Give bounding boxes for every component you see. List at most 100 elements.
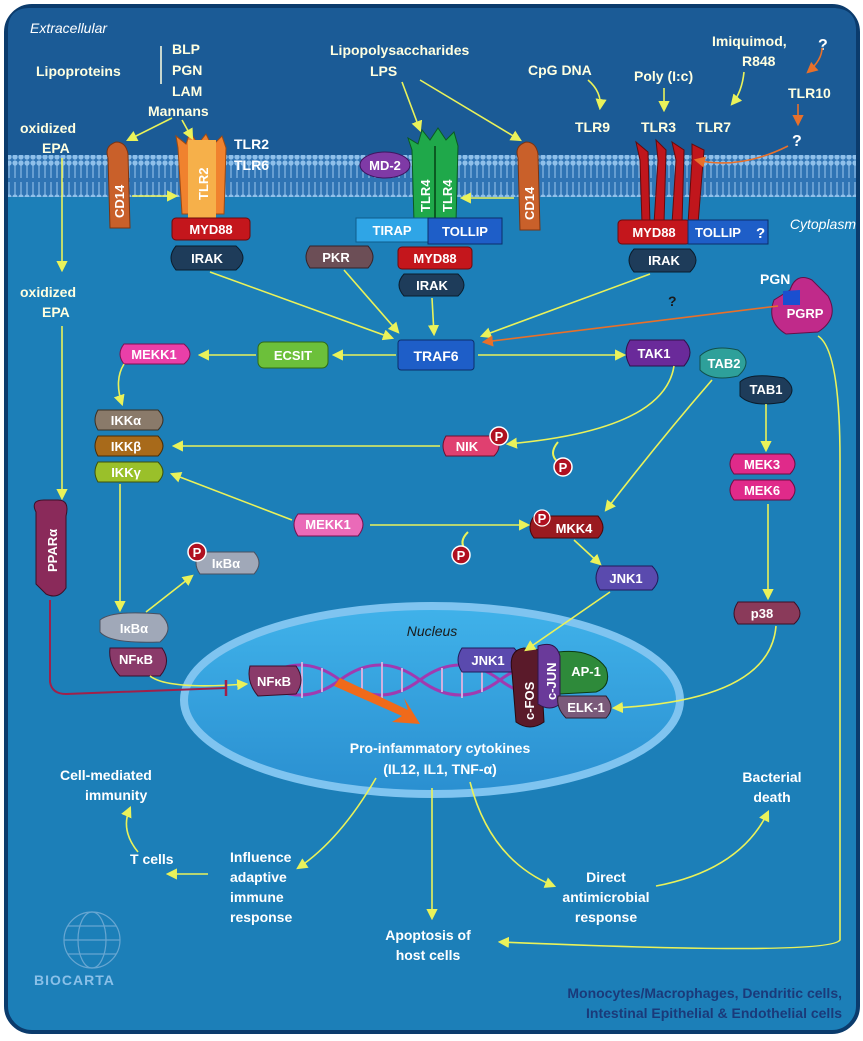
md2-label: MD-2 (369, 158, 401, 173)
myd88-right-node: MYD88 (617, 219, 691, 245)
nfkb-nucleus-label: NFκB (257, 674, 291, 689)
cd14-left-receptor: CD14 (106, 141, 131, 229)
ecsit-label: ECSIT (274, 348, 312, 363)
mek6-label: MEK6 (744, 483, 780, 498)
tlr3-label: TLR3 (641, 119, 676, 135)
jnk1-nucleus-node: JNK1 (457, 647, 521, 673)
irak-mid-label: IRAK (416, 278, 448, 293)
mekk1-mid-node: MEKK1 (293, 513, 364, 537)
tollip-right-label: TOLLIP (695, 225, 741, 240)
cell-types-line1: Monocytes/Macrophages, Dendritic cells, (567, 985, 842, 1001)
tollip-right-question: ? (756, 225, 765, 242)
ap1-complex: AP-1 c-FOS c-JUN ELK-1 (510, 643, 612, 728)
unknown-tlr10-mark: ? (792, 133, 802, 150)
r848-label: R848 (742, 53, 776, 69)
mek3-node: MEK3 (729, 453, 796, 475)
tollip-right-node: TOLLIP ? (687, 219, 769, 245)
irak-right-label: IRAK (648, 253, 680, 268)
myd88-left-label: MYD88 (189, 222, 232, 237)
phospho-ikba-node: IκBα P (187, 542, 260, 575)
pgrp-question-mark: ? (668, 293, 677, 309)
nik-phospho-label: P (495, 429, 504, 444)
ap1-label: AP-1 (571, 664, 601, 679)
myd88-mid-label: MYD88 (413, 251, 456, 266)
blp-label: BLP (172, 41, 200, 57)
unknown-ligand-mark: ? (818, 37, 828, 54)
tlr7-label: TLR7 (696, 119, 731, 135)
pgrp-node: PGRP (771, 277, 833, 335)
nucleus-label: Nucleus (407, 623, 458, 639)
tlr9-label: TLR9 (575, 119, 610, 135)
oxidized-epa-mid-1: oxidized (20, 284, 76, 300)
tab2-node: TAB2 (699, 347, 747, 379)
p38-label: p38 (751, 606, 773, 621)
cytokines-label-line1: Pro-infammatory cytokines (350, 740, 531, 756)
tab2-label: TAB2 (708, 356, 741, 371)
tirap-label: TIRAP (373, 223, 412, 238)
tlr4-dimer-receptor: TLR4 TLR4 (407, 127, 459, 223)
tak1-label: TAK1 (638, 346, 671, 361)
mekk1-mid-label: MEKK1 (305, 517, 351, 532)
tlr2-vertical-label: TLR2 (196, 168, 211, 201)
direct-label-2: antimicrobial (562, 889, 649, 905)
tlr2-tlr6-receptor: TLR2 TLR2 TLR6 (175, 130, 269, 220)
tirap-node: TIRAP (355, 217, 429, 243)
ikba-node: IκBα (99, 612, 169, 643)
nfkb-cyto-label: NFκB (119, 652, 153, 667)
elk1-label: ELK-1 (567, 700, 605, 715)
influence-label-2: adaptive (230, 869, 287, 885)
phospho-ikba-label: IκBα (212, 556, 240, 571)
free-phospho-2-label: P (457, 548, 466, 563)
tak1-node: TAK1 (625, 339, 691, 367)
apoptosis-label-1: Apoptosis of (385, 927, 471, 943)
free-phosphate-1: P (552, 441, 573, 477)
md2-protein: MD-2 (359, 151, 411, 179)
cell-mediated-immunity-2: immunity (85, 787, 147, 803)
jnk1-cyto-node: JNK1 (595, 565, 659, 591)
lps-label-line1: Lipopolysaccharides (330, 42, 469, 58)
bacterial-death-1: Bacterial (742, 769, 801, 785)
oxidized-epa-mid-2: EPA (42, 304, 70, 320)
cd14-mid-label: CD14 (522, 186, 537, 220)
ikk-alpha-label: IKKα (111, 413, 141, 428)
ppar-alpha-node: PPARα (33, 499, 68, 597)
apoptosis-label-2: host cells (396, 947, 461, 963)
pgn-cyto-label: PGN (760, 271, 790, 287)
mkk4-phospho-label: P (538, 511, 547, 526)
pathway-arrows (56, 71, 841, 950)
biocarta-logo: BIOCARTA (34, 911, 121, 988)
irak-left-node: IRAK (170, 245, 244, 271)
bacterial-death-2: death (753, 789, 790, 805)
tab1-node: TAB1 (739, 375, 793, 405)
lipoproteins-label: Lipoproteins (36, 63, 121, 79)
traf6-node: TRAF6 (397, 339, 475, 371)
cpg-dna-label: CpG DNA (528, 62, 592, 78)
ikk-alpha-node: IKKα (94, 409, 164, 431)
mekk1-top-node: MEKK1 (119, 343, 191, 365)
irak-right-node: IRAK (628, 248, 697, 273)
tab1-label: TAB1 (750, 382, 783, 397)
mannans-label: Mannans (148, 103, 209, 119)
cd14-left-label: CD14 (112, 184, 127, 218)
extracellular-label: Extracellular (30, 20, 108, 36)
pgn-label: PGN (172, 62, 202, 78)
traf6-label: TRAF6 (413, 348, 458, 364)
tlr4-label-a: TLR4 (418, 179, 433, 212)
myd88-left-node: MYD88 (171, 217, 251, 241)
ecsit-node: ECSIT (257, 341, 329, 369)
nfkb-cyto-node: NFκB (109, 647, 167, 677)
lam-label: LAM (172, 83, 202, 99)
myd88-mid-node: MYD88 (397, 246, 473, 270)
direct-label-1: Direct (586, 869, 626, 885)
nik-node: NIK P (442, 426, 509, 457)
ikba-phospho-label: P (193, 545, 202, 560)
imiquimod-label: Imiquimod, (712, 33, 787, 49)
nucleus: Nucleus NFκB JNK1 AP-1 c-FOS c-JUN ELK-1… (180, 602, 684, 798)
mek6-node: MEK6 (729, 479, 796, 501)
free-phosphate-2: P (451, 531, 471, 565)
lps-label-line2: LPS (370, 63, 397, 79)
cjun-label: c-JUN (544, 662, 559, 700)
oxidized-epa-top-2: EPA (42, 140, 70, 156)
tlr2-label: TLR2 (234, 136, 269, 152)
